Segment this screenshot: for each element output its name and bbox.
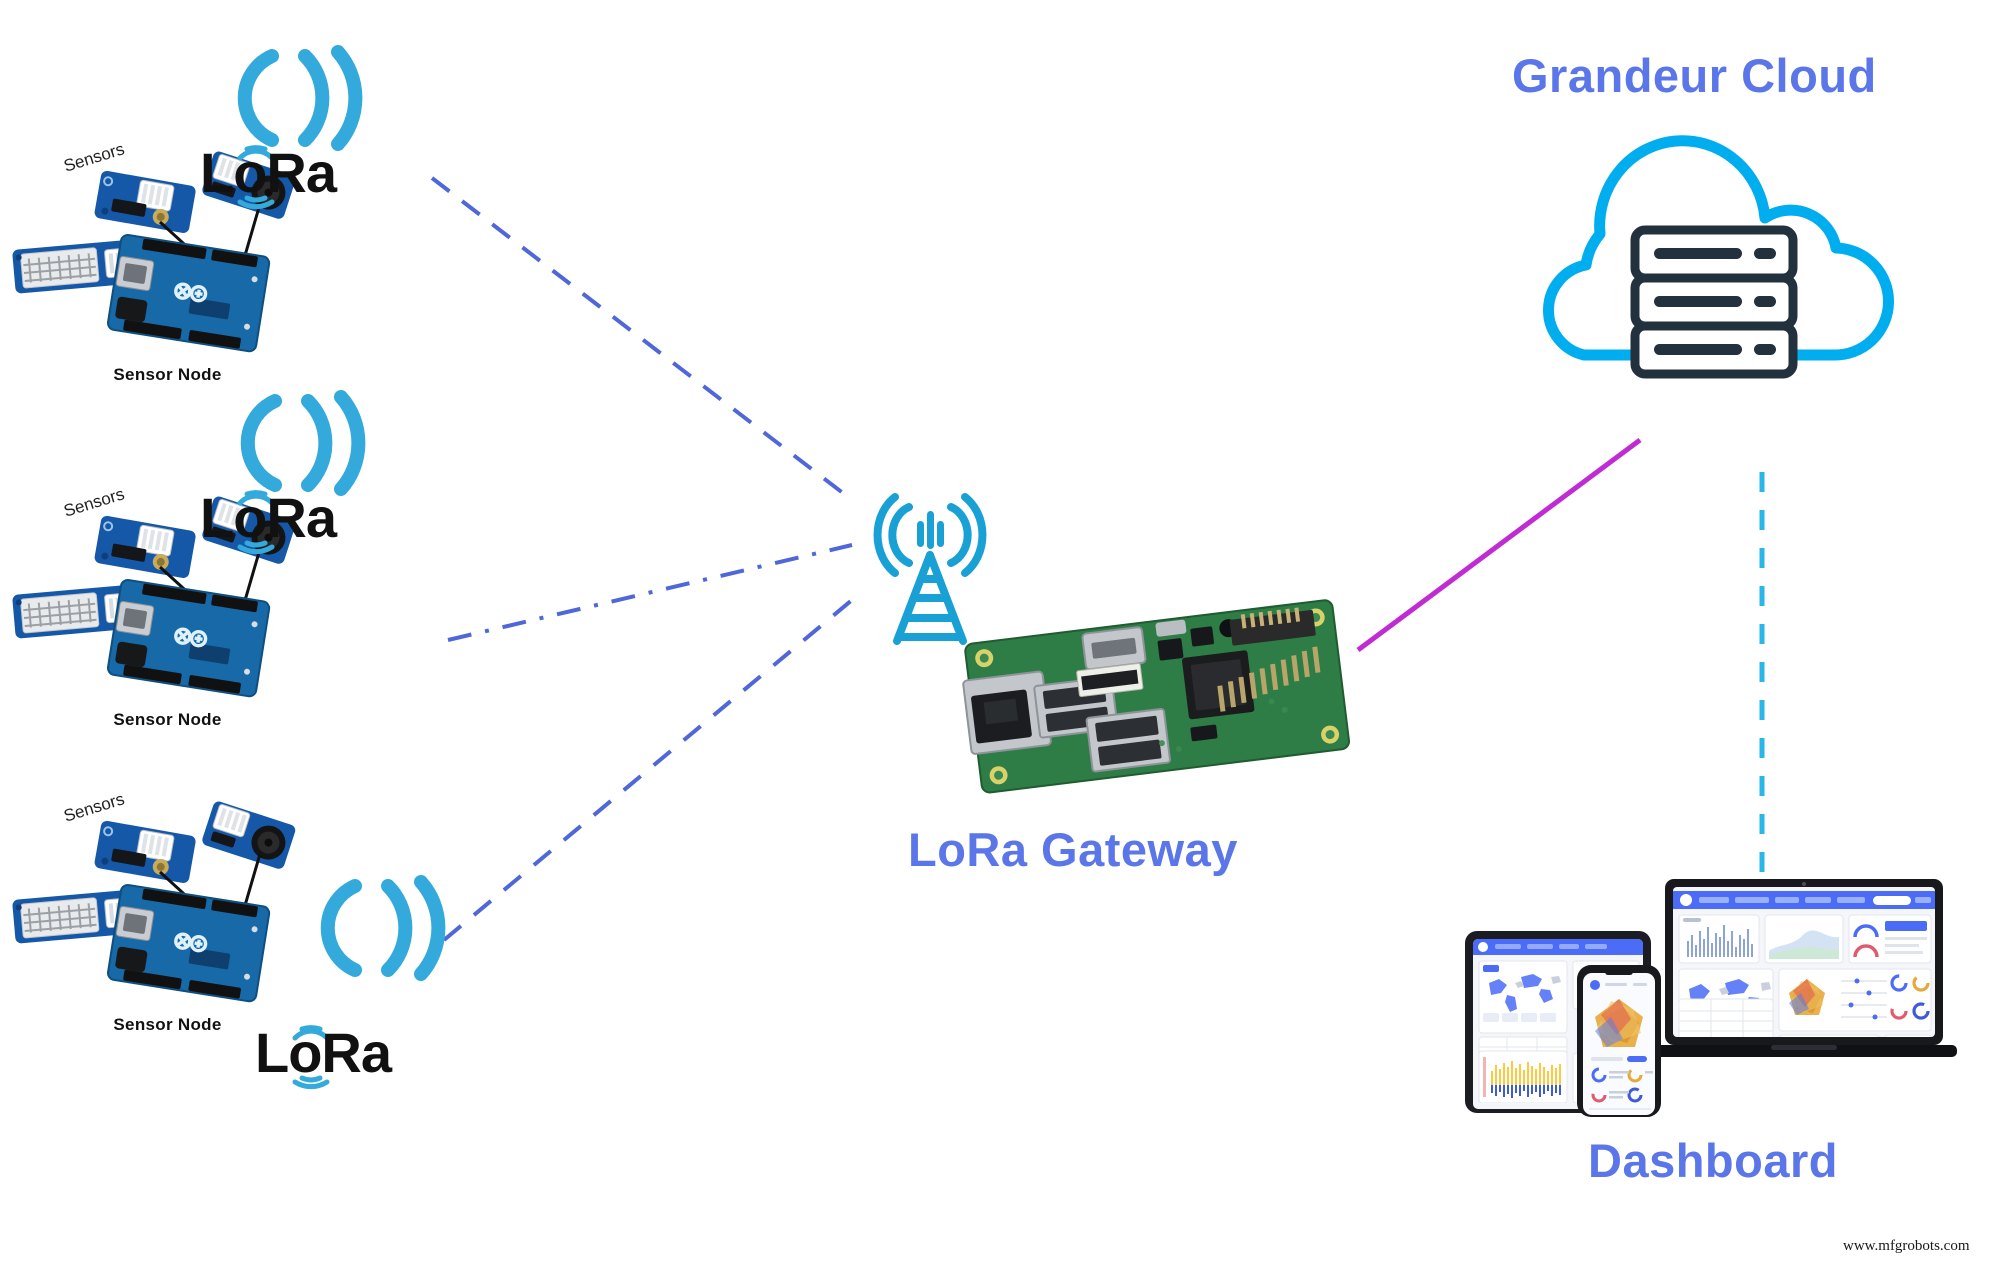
arduino-board-icon: [106, 579, 271, 698]
grove-light-sensor-icon: [94, 170, 196, 233]
arduino-board-icon: [106, 884, 271, 1003]
sensor-node-3-label: Sensor Node: [113, 1015, 222, 1034]
link-node1-gateway: [430, 176, 854, 502]
arduino-board-icon: [106, 234, 271, 353]
link-gateway-cloud: [1356, 437, 1642, 653]
smartphone-device: [1577, 965, 1661, 1117]
svg-text:LoRa: LoRa: [200, 141, 338, 204]
server-rack-icon: [1630, 225, 1798, 379]
gateway-label: LoRa Gateway: [908, 823, 1238, 876]
sensor-node-2-label: Sensor Node: [113, 710, 222, 729]
svg-text:LoRa: LoRa: [200, 486, 338, 549]
sensor-node-2[interactable]: Sensors Sensor Node: [0, 484, 440, 755]
cloud-server-icon: [1543, 135, 1894, 379]
grove-sound-sensor-icon: [202, 801, 296, 869]
laptop-device: 21.4345: [1651, 879, 1957, 1076]
dashboard-gauge-value: 21.4345: [1896, 1069, 1920, 1076]
svg-text:LoRa: LoRa: [255, 1021, 393, 1084]
wifi-waves-node-2: [240, 390, 366, 496]
watermark: www.mfgrobots.com: [1843, 1238, 1970, 1254]
sensor-node-1-label: Sensor Node: [113, 365, 222, 384]
sensor-node-3[interactable]: Sensors Sensor Node: [0, 789, 440, 1060]
lora-logo-node-3: LoRa: [255, 1021, 394, 1090]
link-node2-gateway: [447, 543, 853, 642]
wifi-waves-node-3: [320, 875, 446, 981]
dashboard-label: Dashboard: [1588, 1134, 1838, 1187]
lora-logo-node-2: LoRa: [200, 486, 339, 555]
raspberry-pi-board[interactable]: [950, 595, 1370, 800]
dashboard-devices[interactable]: 21.4345: [1455, 865, 1957, 1117]
lora-logo-node-1: LoRa: [200, 141, 339, 210]
wifi-waves-node-1: [237, 45, 363, 151]
link-node3-gateway: [442, 598, 854, 942]
grove-light-sensor-icon: [94, 820, 196, 883]
cloud-label: Grandeur Cloud: [1512, 49, 1877, 102]
radio-tower-icon: [873, 493, 987, 645]
grove-light-sensor-icon: [94, 515, 196, 578]
